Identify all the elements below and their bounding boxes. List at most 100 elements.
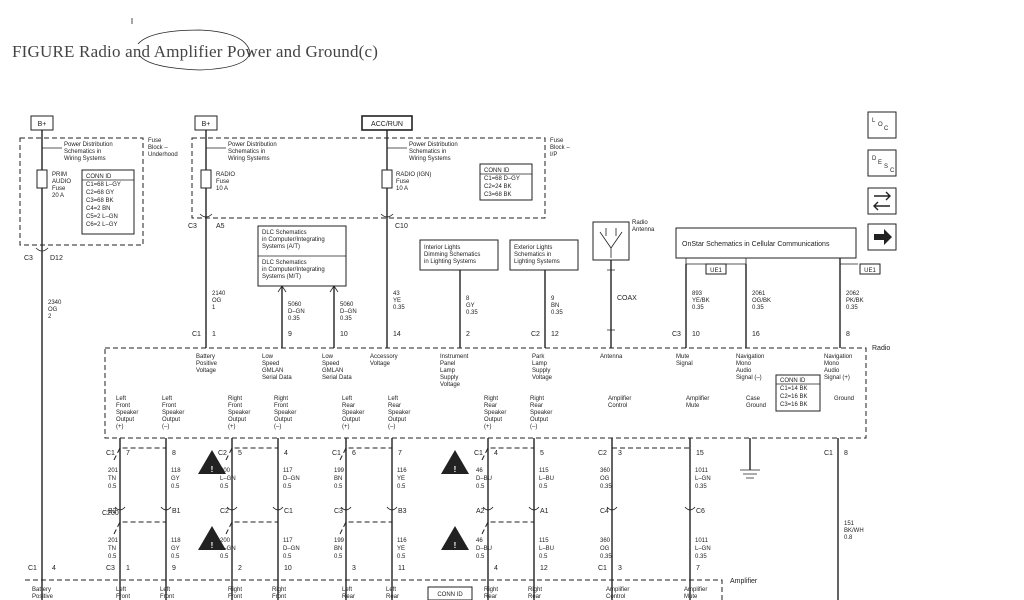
antenna-label: Antenna bbox=[632, 227, 655, 233]
amplifier-terminal-label: Left bbox=[386, 587, 396, 593]
pin-number: 7 bbox=[398, 450, 402, 457]
radio-terminal-label: Speed bbox=[262, 361, 279, 367]
fuse-block-underhood-frame bbox=[19, 137, 144, 246]
radio-label: Radio bbox=[872, 345, 890, 352]
radio-output-label: Right bbox=[484, 396, 498, 402]
conn-id-radio-text: C3=16 BK bbox=[780, 402, 808, 408]
wire-label: D–GN bbox=[340, 309, 357, 315]
fuse-radio-label: RADIO bbox=[216, 172, 235, 178]
pin-number: 4 bbox=[284, 450, 288, 457]
loc-icon[interactable]: LOC bbox=[867, 111, 897, 139]
wire-label: 1011 bbox=[695, 468, 709, 474]
onstar-label: OnStar Schematics in Cellular Communicat… bbox=[682, 241, 830, 248]
fuse-prim-audio-label: Fuse bbox=[52, 186, 66, 192]
twisted-pair-marker bbox=[481, 521, 534, 535]
c200-pin: C6 bbox=[696, 508, 705, 515]
radio-output-label: (+) bbox=[342, 424, 350, 430]
wire-label: GY bbox=[466, 303, 475, 309]
radio-output-label: Speaker bbox=[530, 410, 552, 416]
wire-label: L–BU bbox=[539, 476, 554, 482]
svg-text:CONN ID: CONN ID bbox=[437, 592, 463, 598]
amplifier-module-frame bbox=[25, 579, 723, 600]
radio-output-label: Right bbox=[530, 396, 544, 402]
wire-label: 0.5 bbox=[397, 554, 406, 560]
pin-number: 1 bbox=[212, 331, 216, 338]
pin-connector: C1 bbox=[332, 450, 341, 457]
onstar-box bbox=[675, 227, 857, 259]
next-arrow-icon[interactable] bbox=[867, 223, 897, 251]
pd-reference-text: Schematics in bbox=[409, 149, 446, 155]
radio-output-label: Mute bbox=[686, 403, 700, 409]
wire-label: OG bbox=[600, 546, 610, 552]
pin-number: 10 bbox=[340, 331, 348, 338]
wire-label: 0.35 bbox=[340, 316, 352, 322]
connector-c3: C3 bbox=[24, 255, 33, 262]
radio-output-label: Amplifier bbox=[686, 396, 709, 402]
wire-label: 118 bbox=[171, 468, 181, 474]
amplifier-terminal-label: Rear bbox=[342, 594, 355, 600]
radio-terminal-label: Antenna bbox=[600, 354, 623, 360]
wire-label: TN bbox=[108, 476, 116, 482]
radio-terminal-label: Mono bbox=[824, 361, 840, 367]
pin-number: 3 bbox=[618, 565, 622, 572]
wire-label: 2 bbox=[48, 314, 52, 320]
wire-label: 2340 bbox=[48, 300, 62, 306]
swap-arrows-icon[interactable] bbox=[867, 187, 897, 215]
radio-terminal-label: Low bbox=[262, 354, 274, 360]
wire-label: OG/BK bbox=[752, 298, 771, 304]
pin-number: 9 bbox=[288, 331, 292, 338]
wire-label: 0.5 bbox=[283, 554, 292, 560]
pin-number: 7 bbox=[696, 565, 700, 572]
wire-label: 0.5 bbox=[334, 554, 343, 560]
c200-pin: B3 bbox=[398, 508, 407, 515]
radio-terminal-label: Audio bbox=[824, 368, 840, 374]
radio-terminal-label: Positive bbox=[196, 361, 218, 367]
fuse-block-underhood-label: Fuse bbox=[148, 138, 162, 144]
radio-terminal-label: Speed bbox=[322, 361, 339, 367]
radio-output-label: Output bbox=[228, 417, 246, 423]
pin-number: 6 bbox=[352, 450, 356, 457]
fuse-radio-icon bbox=[200, 169, 212, 189]
pd-reference-text: Power Distribution bbox=[409, 142, 458, 148]
radio-terminal-label: Lamp bbox=[440, 368, 456, 374]
interior-lights-box bbox=[419, 239, 499, 271]
wire-label: 2062 bbox=[846, 291, 860, 297]
radio-output-label: Speaker bbox=[388, 410, 410, 416]
nav-icon-letter: L bbox=[872, 118, 876, 124]
amplifier-terminal-label: Mute bbox=[684, 594, 698, 600]
dlc-mt-label: Systems (M/T) bbox=[262, 274, 301, 280]
conn-id-1-text: CONN ID bbox=[86, 174, 112, 180]
pin-number: 8 bbox=[172, 450, 176, 457]
pin-number: 4 bbox=[494, 565, 498, 572]
radio-output-label: (–) bbox=[388, 424, 395, 430]
c200-pin: A1 bbox=[540, 508, 549, 515]
radio-output-label: Speaker bbox=[484, 410, 506, 416]
radio-output-label: Speaker bbox=[228, 410, 250, 416]
wire-label: D–BU bbox=[476, 546, 492, 552]
wire-label: 360 bbox=[600, 468, 611, 474]
wire-label: 0.5 bbox=[108, 554, 117, 560]
twisted-pair-marker bbox=[339, 521, 392, 535]
warning-icon bbox=[198, 450, 226, 474]
amplifier-terminal-label: Front bbox=[272, 594, 286, 600]
pin-connector: C2 bbox=[598, 450, 607, 457]
pen-scribble bbox=[137, 29, 251, 71]
amplifier-terminal-label: Front bbox=[116, 594, 130, 600]
radio-output-label: Speaker bbox=[116, 410, 138, 416]
wire-label: L–GN bbox=[220, 476, 236, 482]
radio-terminal-label: Supply bbox=[440, 375, 458, 381]
wire-label: YE/BK bbox=[692, 298, 710, 304]
warning-icon bbox=[441, 526, 469, 550]
connector-a5: A5 bbox=[216, 223, 225, 230]
radio-terminal-label: Low bbox=[322, 354, 334, 360]
radio-output-label: (–) bbox=[162, 424, 169, 430]
conn-id-2-text: C2=24 BK bbox=[484, 184, 512, 190]
exterior-lights-label: Lighting Systems bbox=[514, 259, 560, 265]
wire-label: 360 bbox=[600, 538, 611, 544]
radio-output-label: Front bbox=[162, 403, 176, 409]
fuse-prim-audio-label: PRIM bbox=[52, 172, 67, 178]
wire-label: 0.5 bbox=[334, 484, 343, 490]
pin-number: 2 bbox=[466, 331, 470, 338]
dlc-mt-label: in Computer/Integrating bbox=[262, 267, 325, 273]
